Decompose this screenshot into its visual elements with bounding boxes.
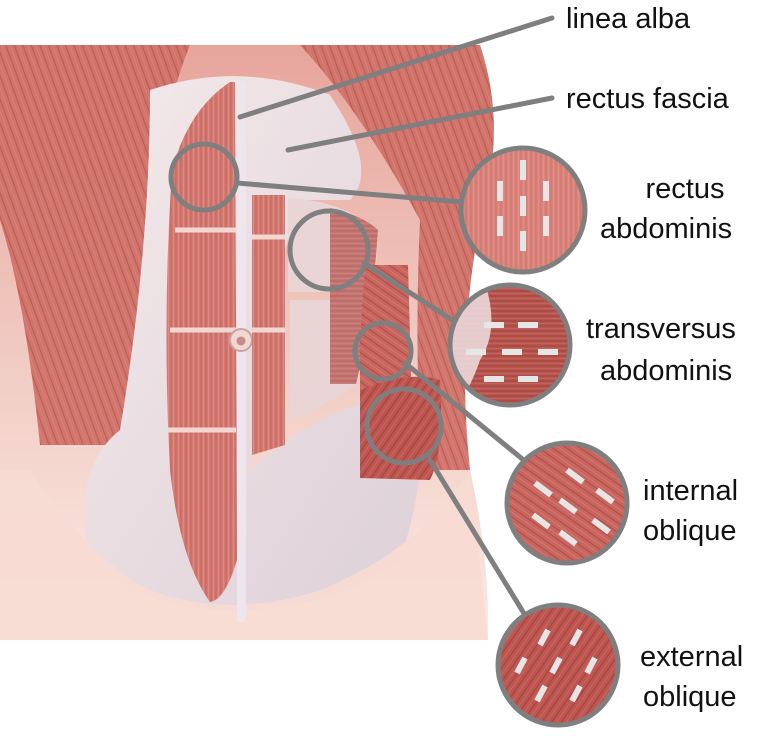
callout-internal-oblique [504,440,630,566]
label-linea-alba: linea alba [566,3,691,35]
circle-rectus-abdominis [168,141,240,213]
leader-line-rectus-fascia [285,95,555,153]
leader-line-rectus-abdominis [234,180,465,205]
linea-alba [237,82,246,622]
fiber-marks-horizontal [466,322,558,382]
callout-transversus-abdominis [447,282,573,408]
leader-line-internal-oblique [402,360,529,465]
rectus-abdominis-right [252,195,285,455]
callout-external-oblique [495,602,621,728]
label-rectus-fascia: rectus fascia [566,83,729,115]
leader-line-transversus [361,260,463,328]
anatomy-circles [168,141,444,466]
rectus-abdominis-left [166,82,237,602]
fiber-marks-vertical [497,160,549,251]
fiber-marks-down-diagonal [531,467,615,547]
label-external-oblique-line1: external [640,641,744,673]
circle-internal-oblique [352,320,414,382]
label-internal-oblique-line1: internal [643,475,739,507]
circle-transversus-abdominis [287,208,371,292]
fiber-marks-up-diagonal [514,628,598,703]
leader-lines [234,15,555,623]
leader-line-external-oblique [427,457,531,623]
circle-external-oblique [364,386,444,466]
label-rectus-abdominis-line1: rectus [645,173,725,205]
label-internal-oblique-line2: oblique [643,515,737,547]
label-rectus-abdominis-line2: abdominis [600,213,733,245]
label-external-oblique-line2: oblique [643,681,737,713]
leader-line-linea-alba [237,15,555,120]
callout-rectus-abdominis [458,145,588,275]
label-transversus-abdominis-line1: transversus [586,313,736,345]
umbilicus-center [236,336,246,346]
label-transversus-abdominis-line2: abdominis [600,355,733,387]
